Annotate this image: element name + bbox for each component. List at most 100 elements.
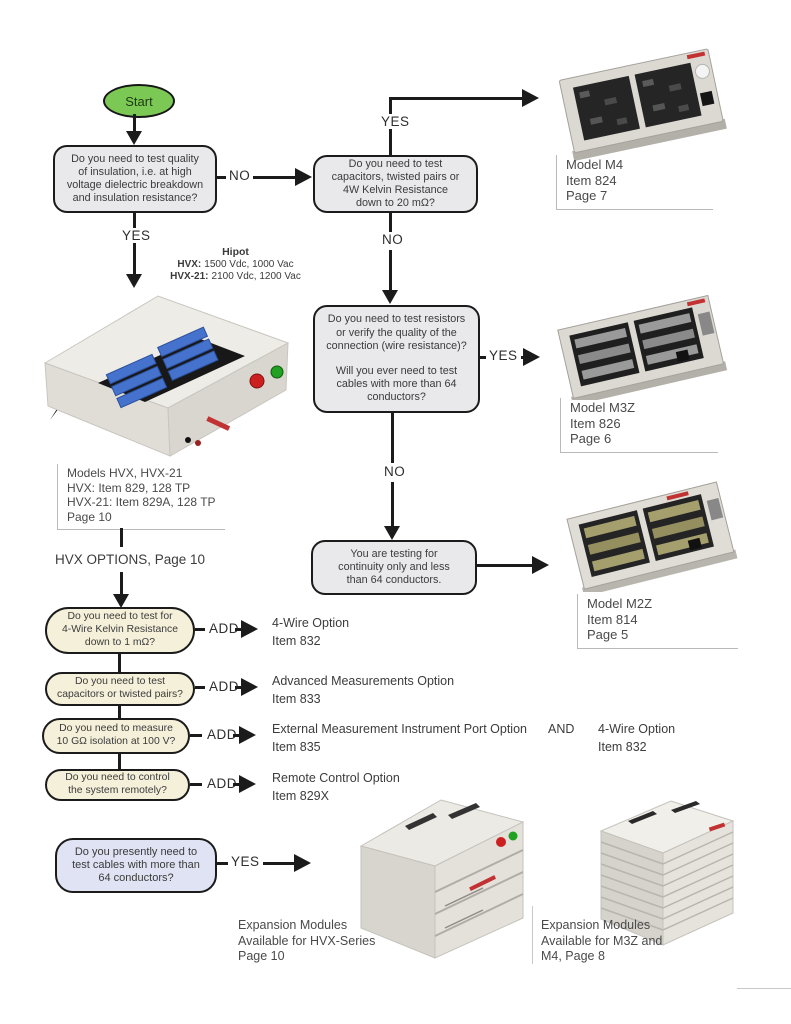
model-hvx-label: Models HVX, HVX-21 HVX: Item 829, 128 TP…	[57, 464, 225, 530]
model-hvx-photo	[43, 295, 290, 457]
text-line: Page 10	[67, 509, 112, 524]
text-line: conductors?	[367, 391, 426, 404]
text-line: and insulation resistance?	[72, 192, 198, 205]
no-label: NO	[381, 464, 409, 479]
option-name: Remote Control Option	[272, 771, 400, 785]
arrow-right-icon	[239, 775, 256, 793]
add-label: ADD	[206, 621, 243, 636]
text-line: Do you need to test for	[67, 611, 173, 623]
flow-line	[233, 783, 241, 786]
model-m3z-photo	[557, 294, 728, 400]
hipot-value: 2100 Vdc, 1200 Vac	[211, 271, 301, 282]
model-m3z-label: Model M3Z Item 826 Page 6	[560, 398, 718, 453]
text-line: AND	[548, 722, 575, 736]
no-label: NO	[379, 232, 407, 247]
text-line: Models HVX, HVX-21	[67, 466, 183, 480]
option-remote-result: Remote Control Option Item 829X	[272, 770, 400, 805]
start-label: Start	[125, 93, 153, 109]
text-line: 4W Kelvin Resistance	[342, 184, 448, 196]
flow-line	[389, 97, 524, 100]
text-line: than 64 conductors.	[346, 574, 442, 587]
text-line: Do you presently need to	[74, 845, 198, 858]
arrow-down-icon	[126, 274, 142, 288]
text-line: HVX: Item 829, 128 TP	[67, 480, 191, 495]
add-label: ADD	[206, 679, 243, 694]
flow-line	[195, 628, 205, 631]
text-line: Model M2Z	[587, 596, 653, 611]
yes-label: YES	[486, 348, 521, 363]
text-line: capacitors or twisted pairs?	[57, 689, 183, 700]
option-item: Item 832	[598, 739, 647, 754]
text-line: Item 826	[570, 415, 621, 431]
text-line: Item 814	[587, 611, 638, 627]
flow-line	[118, 754, 121, 769]
text-line: Page 10	[238, 949, 285, 963]
text-line: Available for M3Z and	[541, 933, 663, 948]
arrow-right-icon	[241, 620, 258, 638]
hipot-model: HVX-21:	[170, 271, 209, 282]
text-line: Do you need to measure	[59, 723, 173, 735]
text-line: the system remotely?	[68, 785, 167, 796]
start-node: Start	[103, 84, 175, 118]
option-4wire-question: Do you need to test for 4-Wire Kelvin Re…	[45, 607, 195, 654]
text-line: voltage dielectric breakdown	[66, 179, 204, 191]
arrow-right-icon	[241, 678, 258, 696]
flow-line	[389, 213, 392, 232]
node-continuity: You are testing for continuity only and …	[311, 540, 477, 595]
yes-label: YES	[378, 114, 413, 129]
text-line: Page 7	[566, 188, 608, 203]
option-4wire-result: 4-Wire Option Item 832	[272, 615, 349, 650]
text-line: 10 GΩ isolation at 100 V?	[56, 736, 176, 747]
text-line: connection (wire resistance)?	[326, 339, 467, 352]
option-item: Item 833	[272, 691, 321, 706]
hvx-options-heading: HVX OPTIONS, Page 10	[55, 552, 206, 567]
text-line: Available for HVX-Series	[238, 933, 376, 948]
flow-line	[235, 686, 243, 689]
text-line: of insulation, i.e. at high	[78, 165, 192, 178]
flow-line	[235, 628, 243, 631]
option-item: Item 835	[272, 739, 321, 754]
text-line: Do you need to test	[74, 676, 166, 688]
hipot-spec: Hipot HVX:1500 Vdc, 1000 Vac HVX-21:2100…	[163, 246, 308, 284]
text-line: down to 1 mΩ?	[84, 636, 156, 648]
text-line: down to 20 mΩ?	[356, 197, 435, 210]
option-name: 4-Wire Option	[598, 722, 676, 736]
add-label: ADD	[204, 776, 241, 791]
expansion-hvx-photo	[359, 799, 525, 959]
option-isolation-result: External Measurement Instrument Port Opt…	[272, 721, 527, 756]
option-name: Advanced Measurements Option	[272, 674, 455, 688]
hipot-model: HVX:	[177, 258, 202, 270]
flow-line	[118, 654, 121, 672]
decision-capacitors: Do you need to test capacitors, twisted …	[313, 155, 478, 213]
text-line: You are testing for	[350, 547, 438, 560]
option-remote-question: Do you need to control the system remote…	[45, 769, 190, 801]
option-isolation-result2: 4-Wire Option Item 832	[598, 721, 675, 756]
expansion-hvx-caption: Expansion Modules Available for HVX-Seri…	[238, 918, 375, 965]
text-line: Model M4	[566, 157, 624, 172]
option-advanced-result: Advanced Measurements Option Item 833	[272, 673, 454, 708]
text-line: HVX-21: Item 829A, 128 TP	[67, 495, 216, 509]
text-line: cables with more than 64	[336, 378, 457, 391]
flow-line	[391, 413, 394, 463]
option-name: 4-Wire Option	[272, 616, 350, 630]
and-label: AND	[548, 721, 574, 739]
option-isolation-question: Do you need to measure 10 GΩ isolation a…	[42, 718, 190, 754]
hipot-row: HVX-21:2100 Vdc, 1200 Vac	[163, 271, 308, 284]
text-line: continuity only and less	[338, 560, 450, 573]
text-line: Do you need to test	[348, 157, 443, 170]
text-line: 4-Wire Kelvin Resistance	[61, 624, 179, 636]
text-line: 64 conductors?	[98, 872, 174, 885]
model-m2z-label: Model M2Z Item 814 Page 5	[577, 594, 738, 649]
text-line: M4, Page 8	[541, 949, 605, 963]
text-line: Expansion Modules	[541, 918, 651, 932]
text-line: Item 824	[566, 172, 617, 188]
hipot-title: Hipot	[222, 246, 249, 258]
text-line: Do you need to control	[65, 772, 170, 784]
arrow-right-icon	[294, 854, 311, 872]
hipot-value: 1500 Vdc, 1000 Vac	[204, 258, 294, 270]
text-line: Will you ever need to test	[335, 365, 458, 377]
yes-label: YES	[119, 228, 154, 243]
text-line: or verify the quality of the	[336, 326, 457, 339]
decision-64-conductors: Do you presently need to test cables wit…	[55, 838, 217, 893]
